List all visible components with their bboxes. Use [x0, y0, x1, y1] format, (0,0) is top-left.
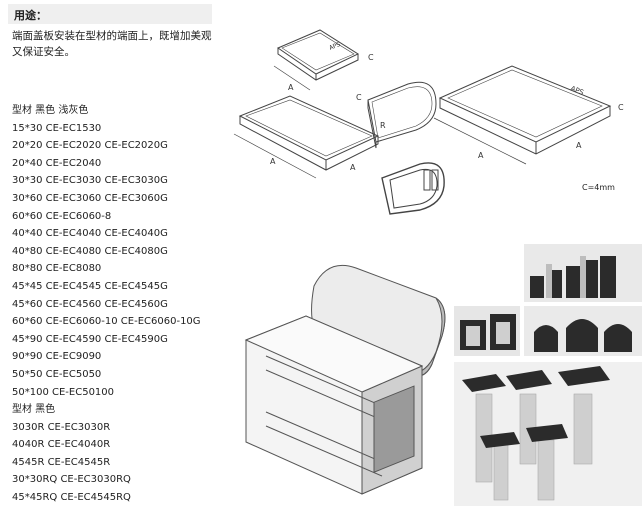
list-item: 20*20 CE-EC2020 CE-EC2020G: [12, 140, 168, 152]
model-list: 型材 黑色 浅灰色 15*30 CE-EC1530 20*20 CE-EC202…: [12, 102, 227, 507]
list-item: 60*60 CE-EC6060-8: [12, 210, 112, 222]
chamfer-note: C=4mm: [582, 183, 615, 192]
list-item: 4040R CE-EC4040R: [12, 439, 111, 451]
dim-label-c: C: [618, 103, 624, 112]
section-title: 用途：: [14, 9, 47, 22]
dim-label-a: A: [350, 163, 356, 172]
list-item: 45*45 CE-EC4545 CE-EC4545G: [12, 280, 168, 292]
end-cap-drawing-2: [233, 95, 380, 179]
dim-label-c: C: [368, 53, 374, 62]
product-photo-collage: [454, 244, 642, 506]
dim-label-a: A: [478, 151, 484, 160]
end-cap-drawing-3: [433, 65, 612, 165]
list-item: 45*60 CE-EC4560 CE-EC4560G: [12, 298, 168, 310]
list-item: 30*30 CE-EC3030 CE-EC3030G: [12, 175, 168, 187]
list-item: 15*30 CE-EC1530: [12, 122, 102, 134]
end-cap-line-drawing: A C APS A A C R: [233, 29, 624, 215]
list-item: 型材 黑色: [12, 404, 56, 416]
dim-label-a: A: [270, 157, 276, 166]
list-item: 30*60 CE-EC3060 CE-EC3060G: [12, 192, 168, 204]
list-item: 30*30RQ CE-EC3030RQ: [12, 474, 131, 486]
list-item: 20*40 CE-EC2040: [12, 157, 102, 169]
dim-label-r: R: [380, 121, 386, 130]
list-item: 50*100 CE-EC50100: [12, 386, 115, 398]
list-item: 50*50 CE-EC5050: [12, 368, 102, 380]
end-cap-drawing-underside: [381, 162, 445, 215]
profile-with-round-cap-rendering: [244, 264, 446, 495]
list-item: 40*40 CE-EC4040 CE-EC4040G: [12, 228, 168, 240]
list-item: 90*90 CE-EC9090: [12, 351, 102, 363]
dim-label-c: C: [356, 93, 362, 102]
brand-mark: APS: [328, 41, 341, 52]
dim-label-a: A: [576, 141, 582, 150]
header-bar: [8, 4, 212, 24]
list-item: 4545R CE-EC4545R: [12, 456, 111, 468]
end-cap-drawing-round: [367, 81, 437, 149]
list-item: 型材 黑色 浅灰色: [12, 105, 89, 116]
list-item: 45*90 CE-EC4590 CE-EC4590G: [12, 333, 168, 345]
list-item: 3030R CE-EC3030R: [12, 421, 111, 433]
list-item: 80*80 CE-EC8080: [12, 263, 102, 275]
dim-label-a: A: [288, 83, 294, 92]
list-item: 45*45RQ CE-EC4545RQ: [12, 492, 131, 504]
end-cap-drawing-1: [273, 29, 360, 91]
list-item: 60*60 CE-EC6060-10 CE-EC6060-10G: [12, 316, 201, 328]
description-text: 端面盖板安装在型材的端面上，既增加美观又保证安全。: [12, 30, 212, 58]
list-item: 40*80 CE-EC4080 CE-EC4080G: [12, 245, 168, 257]
